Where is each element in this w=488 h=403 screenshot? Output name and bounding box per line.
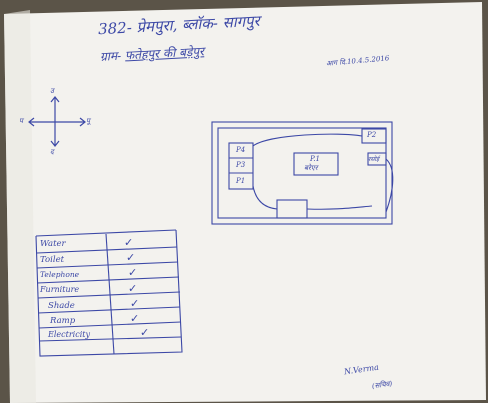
facility-label: Toilet (40, 255, 65, 265)
room-label: P2 (367, 131, 377, 139)
check-mark: ✓ (130, 297, 140, 310)
check-mark: ✓ (128, 266, 138, 279)
check-mark: ✓ (124, 236, 134, 249)
facility-label: Water (40, 239, 66, 249)
facility-label: Shade (48, 301, 75, 311)
room-label: P1 (236, 177, 246, 185)
facility-label: Electricity (48, 330, 90, 339)
facility-label: Telephone (40, 270, 80, 279)
village-prefix: ग्राम- (99, 48, 126, 64)
facility-label: Furniture (40, 285, 80, 294)
center-room-label: P.1 (310, 155, 320, 163)
room-label: P4 (236, 146, 246, 154)
kitchen-label: रसोई (368, 156, 380, 163)
facility-label: Ramp (50, 316, 76, 326)
facilities-table (35, 229, 183, 357)
compass-south: द (50, 148, 54, 156)
room-label: P3 (236, 161, 246, 169)
compass-arrows (28, 96, 86, 147)
site-plan (211, 121, 394, 225)
check-mark: ✓ (140, 326, 150, 339)
compass-west: प (19, 117, 23, 125)
compass-north: उ (50, 87, 54, 95)
check-mark: ✓ (126, 251, 136, 264)
compass-east: पू (86, 117, 90, 125)
check-mark: ✓ (130, 312, 140, 325)
check-mark: ✓ (128, 282, 138, 295)
center-room-sub: बरेएर (304, 164, 318, 172)
